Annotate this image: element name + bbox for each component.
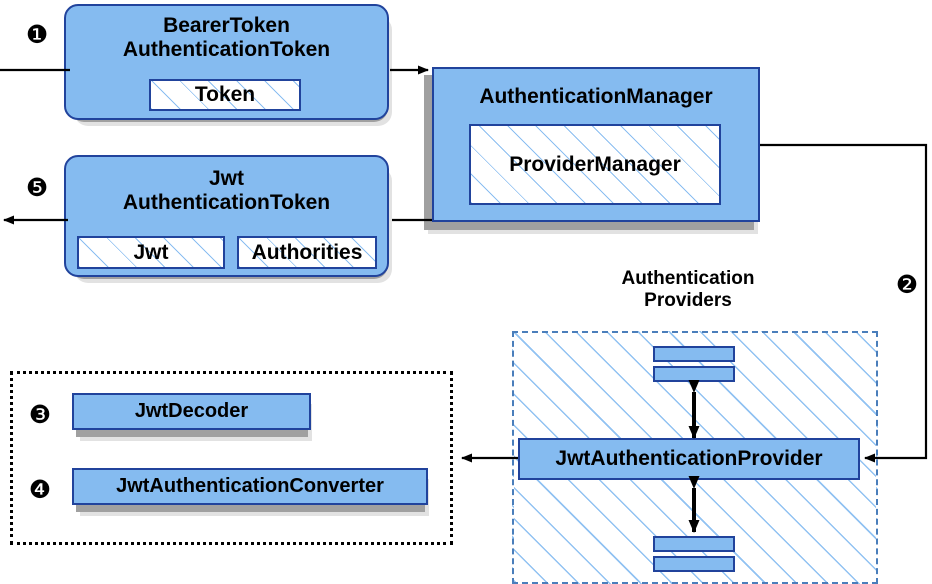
node-jwt-authentication-converter[interactable]: JwtAuthenticationConverter: [72, 468, 428, 505]
jwt-authentication-converter-label: JwtAuthenticationConverter: [116, 475, 384, 498]
provider-bar-top-1: [653, 346, 735, 362]
jwt-authentication-token-label: Jwt AuthenticationToken: [122, 167, 331, 214]
authentication-providers-label: Authentication Providers: [621, 268, 755, 311]
node-jwt-authentication-provider[interactable]: JwtAuthenticationProvider: [518, 438, 860, 480]
authentication-manager-sub-provider-manager[interactable]: ProviderManager: [469, 124, 721, 205]
provider-bar-bottom-2: [653, 556, 735, 572]
step-badge-2: ❷: [895, 270, 919, 299]
provider-bar-bottom-1: [653, 536, 735, 552]
authorities-sub-label: Authorities: [251, 240, 363, 264]
bearer-token-sub-token[interactable]: Token: [149, 79, 301, 111]
step-badge-1: ❶: [25, 20, 49, 49]
jwt-authentication-provider-label: JwtAuthenticationProvider: [555, 447, 823, 471]
jwt-authentication-token-sub-authorities[interactable]: Authorities: [237, 236, 377, 269]
step-badge-3: ❸: [28, 400, 52, 429]
node-jwt-decoder[interactable]: JwtDecoder: [72, 393, 311, 430]
jwt-decoder-label: JwtDecoder: [134, 400, 249, 423]
step-badge-4: ❹: [28, 475, 52, 504]
jwt-sub-label: Jwt: [133, 240, 169, 264]
bearer-token-label: BearerToken AuthenticationToken: [122, 14, 331, 61]
provider-bar-top-2: [653, 366, 735, 382]
bearer-token-sub-token-label: Token: [194, 83, 256, 106]
jwt-authentication-token-sub-jwt[interactable]: Jwt: [77, 236, 225, 269]
step-badge-5: ❺: [25, 173, 49, 202]
jwt-support-components-group: [10, 371, 453, 545]
provider-manager-label: ProviderManager: [509, 152, 681, 176]
authentication-manager-label: AuthenticationManager: [479, 85, 713, 108]
